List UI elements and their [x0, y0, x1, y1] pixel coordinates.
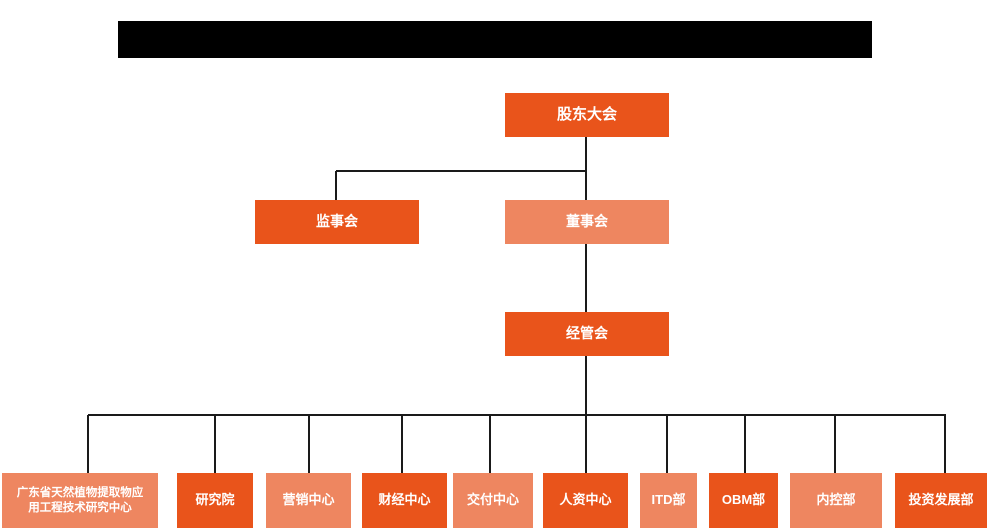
drop-research-institute — [214, 415, 216, 473]
org-node-marketing-center[interactable]: 营销中心 — [266, 473, 351, 528]
trunk-shareholders-down — [585, 137, 587, 172]
drop-marketing-center — [308, 415, 310, 473]
org-node-label: 研究院 — [195, 492, 235, 508]
trunk-mgmt-down — [585, 356, 587, 415]
drop-gd-research-center — [87, 415, 89, 473]
org-node-finance-center[interactable]: 财经中心 — [362, 473, 447, 528]
org-node-obm-dept[interactable]: OBM部 — [709, 473, 778, 528]
org-node-shareholders[interactable]: 股东大会 — [505, 93, 669, 137]
org-node-label: 内控部 — [816, 492, 856, 508]
org-node-label: 经管会 — [566, 325, 608, 342]
drop-obm-dept — [744, 415, 746, 473]
org-node-label: 股东大会 — [556, 105, 617, 123]
org-node-research-institute[interactable]: 研究院 — [177, 473, 253, 528]
org-node-label: 财经中心 — [378, 492, 431, 508]
drop-internal-control — [834, 415, 836, 473]
org-node-label: 董事会 — [566, 213, 608, 230]
org-node-label: 监事会 — [316, 213, 358, 230]
drop-investment-dev — [944, 415, 946, 473]
drop-hr-center — [585, 415, 587, 473]
org-node-delivery-center[interactable]: 交付中心 — [453, 473, 533, 528]
redacted-title-bar — [118, 21, 872, 58]
org-node-management-committee[interactable]: 经管会 — [505, 312, 669, 356]
drop-supervisors — [335, 171, 337, 200]
org-node-investment-dev[interactable]: 投资发展部 — [895, 473, 987, 528]
org-node-label: ITD部 — [651, 492, 686, 508]
org-node-supervisors[interactable]: 监事会 — [255, 200, 419, 244]
bus-level2 — [336, 170, 587, 172]
org-node-label: 广东省天然植物提取物应 用工程技术研究中心 — [16, 487, 144, 514]
org-node-label: 投资发展部 — [908, 492, 974, 508]
org-node-label: 营销中心 — [282, 492, 335, 508]
org-node-label: OBM部 — [721, 492, 766, 508]
org-node-hr-center[interactable]: 人资中心 — [543, 473, 628, 528]
org-node-gd-research-center[interactable]: 广东省天然植物提取物应 用工程技术研究中心 — [2, 473, 158, 528]
trunk-directors-down — [585, 244, 587, 312]
drop-itd-dept — [666, 415, 668, 473]
org-node-label: 交付中心 — [466, 492, 519, 508]
org-node-label: 人资中心 — [559, 492, 612, 508]
drop-directors — [585, 171, 587, 200]
drop-delivery-center — [489, 415, 491, 473]
org-node-itd-dept[interactable]: ITD部 — [640, 473, 697, 528]
bus-level4 — [88, 414, 946, 416]
org-node-directors[interactable]: 董事会 — [505, 200, 669, 244]
org-node-internal-control[interactable]: 内控部 — [790, 473, 882, 528]
drop-finance-center — [401, 415, 403, 473]
